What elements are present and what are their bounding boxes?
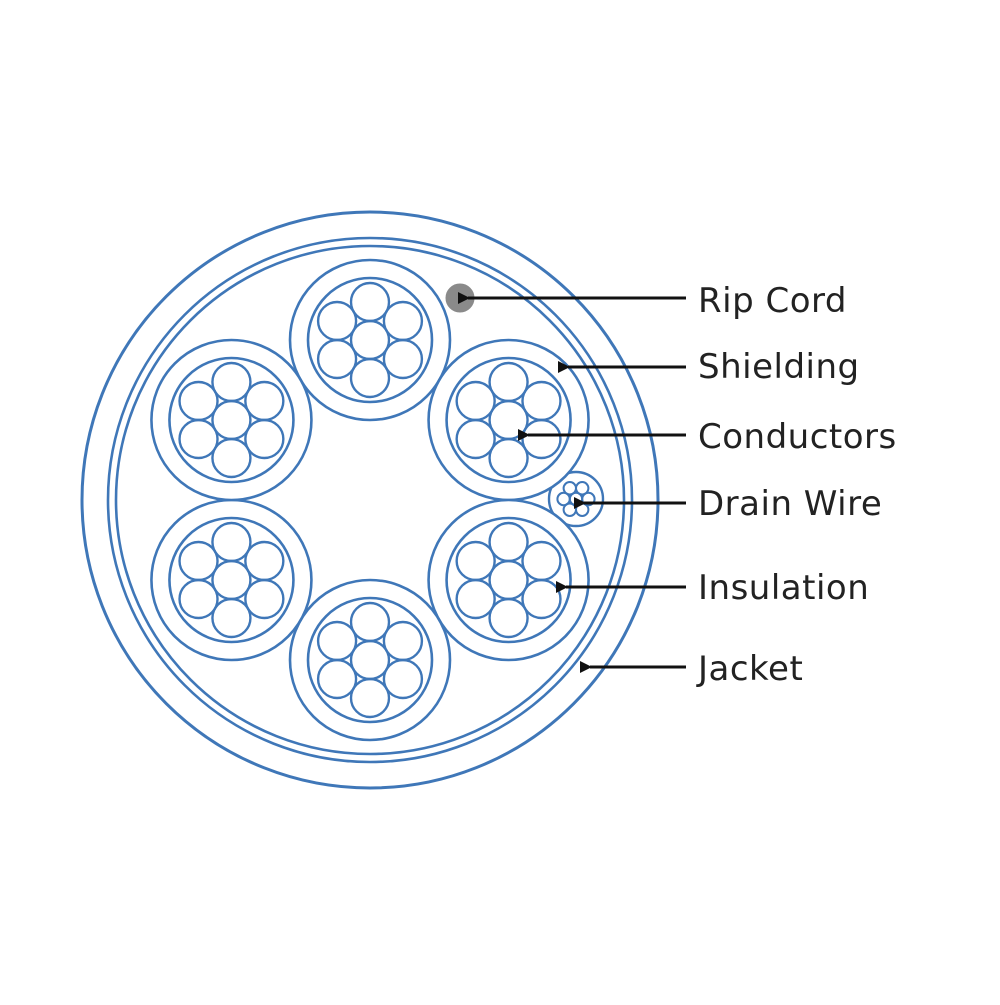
conductor-strand bbox=[488, 521, 529, 563]
conductor-strand bbox=[349, 601, 391, 643]
label-rip-cord: Rip Cord bbox=[698, 281, 847, 321]
label-shielding: Shielding bbox=[698, 347, 860, 387]
conductor-strand bbox=[349, 677, 391, 719]
conductor-6 bbox=[150, 338, 313, 502]
conductor-strand bbox=[521, 380, 562, 422]
conductor-insulation-outer bbox=[288, 258, 452, 422]
drain-wire-strand-5 bbox=[556, 491, 571, 507]
jacket-inner-ring bbox=[106, 236, 634, 764]
conductor-insulation-inner bbox=[168, 356, 295, 484]
conductor-strand bbox=[349, 357, 391, 399]
conductor-strand bbox=[244, 380, 285, 422]
cable-body bbox=[80, 210, 660, 790]
conductor-strand bbox=[455, 540, 496, 582]
shielding-ring bbox=[114, 244, 626, 756]
conductor-strand bbox=[349, 281, 391, 323]
conductor-4 bbox=[288, 578, 452, 742]
conductor-strand bbox=[488, 361, 529, 403]
conductor-strand bbox=[488, 437, 529, 479]
conductor-1 bbox=[288, 258, 452, 422]
callout-arrows bbox=[458, 292, 686, 673]
conductor-strand bbox=[382, 300, 424, 342]
conductor-insulation-outer bbox=[427, 498, 590, 662]
conductor-strand bbox=[382, 620, 424, 662]
conductor-strand bbox=[244, 540, 285, 582]
conductor-strand bbox=[521, 540, 562, 582]
label-drain-wire: Drain Wire bbox=[698, 484, 882, 524]
conductor-insulation-inner bbox=[168, 516, 295, 644]
conductor-strand bbox=[211, 361, 252, 403]
conductor-strand bbox=[488, 597, 529, 639]
label-insulation: Insulation bbox=[698, 568, 869, 608]
conductor-strand bbox=[316, 620, 358, 662]
conductor-insulation-outer bbox=[150, 338, 313, 502]
drain-wire-strand-4 bbox=[562, 502, 577, 517]
conductor-2 bbox=[427, 338, 590, 502]
drain-wire-strand-7 bbox=[575, 481, 590, 496]
conductor-insulation-inner bbox=[445, 356, 572, 484]
label-conductors: Conductors bbox=[698, 417, 897, 457]
label-jacket: Jacket bbox=[696, 649, 803, 689]
conductor-insulation-inner bbox=[445, 516, 572, 644]
conductor-strand bbox=[178, 380, 219, 422]
conductor-insulation-inner bbox=[306, 276, 434, 404]
conductor-strand bbox=[211, 597, 252, 639]
conductor-strand bbox=[211, 521, 252, 563]
conductor-strand bbox=[178, 540, 219, 582]
jacket-outer-ring bbox=[80, 210, 660, 790]
conductor-strand bbox=[211, 437, 252, 479]
conductor-strand bbox=[316, 300, 358, 342]
conductor-insulation-outer bbox=[288, 578, 452, 742]
conductor-5 bbox=[150, 498, 313, 662]
conductor-insulation-inner bbox=[306, 596, 434, 724]
conductor-3 bbox=[427, 498, 590, 662]
conductor-strand bbox=[455, 380, 496, 422]
